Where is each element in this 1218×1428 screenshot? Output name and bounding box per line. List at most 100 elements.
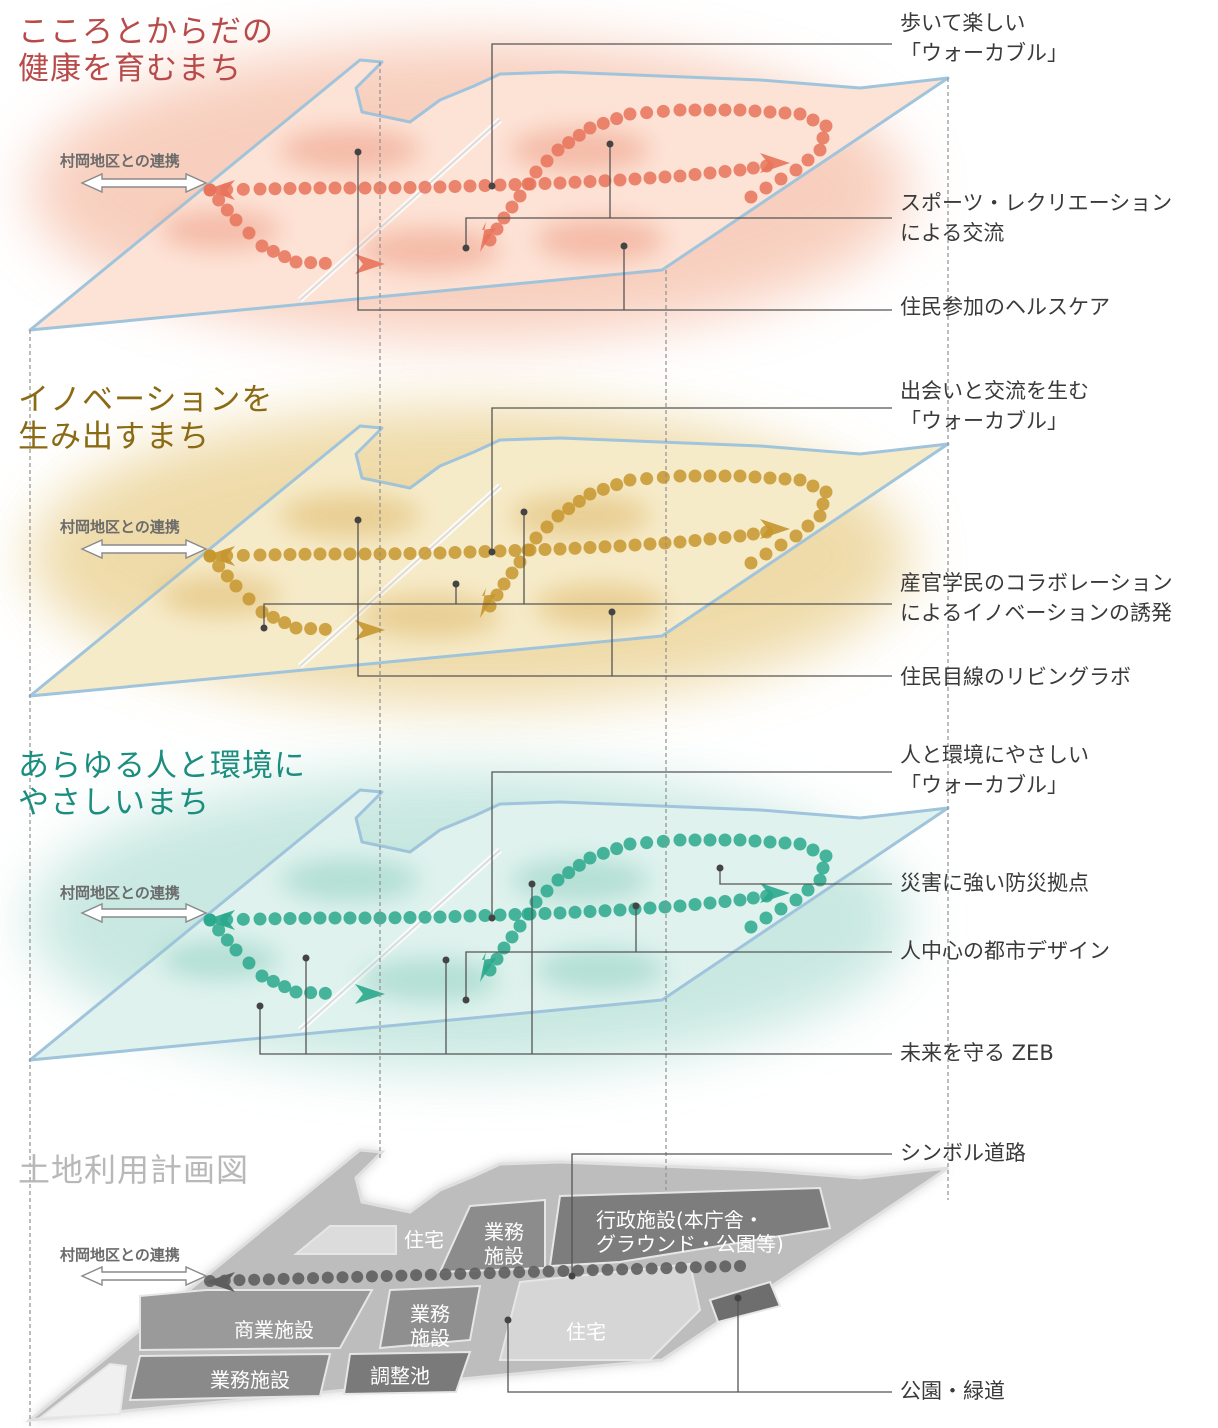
- title-line: イノベーションを: [18, 382, 274, 418]
- walkable-path-dot: [748, 834, 762, 848]
- walkable-path-dot: [212, 923, 226, 937]
- walkable-path-dot: [433, 546, 447, 560]
- murooka-link-label: 村岡地区との連携: [60, 152, 180, 170]
- leader-line: [491, 771, 892, 918]
- walkable-path-dot: [529, 895, 543, 909]
- walkable-path-dot: [497, 577, 511, 591]
- path-arrowhead: [760, 883, 790, 903]
- symbol-road-dot: [527, 1265, 540, 1278]
- walkable-path-dot: [283, 548, 297, 561]
- path-arrowhead: [355, 984, 385, 1004]
- leader-anchor-dot: [520, 508, 528, 516]
- path-arrowhead: [205, 180, 235, 200]
- walkable-path-dot: [388, 181, 402, 195]
- walkable-path-dot: [628, 172, 642, 186]
- activity-zone: [360, 228, 500, 272]
- walkable-path-dot: [298, 911, 312, 925]
- walkable-path-dot: [551, 143, 565, 157]
- leader-anchor-dot: [716, 864, 724, 872]
- walkable-path-dot: [643, 901, 657, 915]
- walkable-path-dot: [268, 548, 282, 562]
- walkable-path-dot: [298, 181, 312, 195]
- walkable-path-dot: [816, 497, 830, 511]
- symbol-road-dot: [572, 1264, 585, 1277]
- symbol-road-dot: [704, 1260, 717, 1273]
- layer-innovation-title: イノベーションを 生み出すまち: [18, 382, 273, 456]
- walkable-path-dot: [572, 858, 586, 872]
- site-road-edge: [299, 849, 501, 1031]
- walkable-path-dot: [268, 182, 282, 196]
- walkable-path-dot: [508, 544, 522, 557]
- walkable-path-dot: [759, 547, 773, 561]
- leader-line: [719, 868, 892, 885]
- walkable-path-dot: [266, 610, 280, 624]
- walkable-path-dot: [553, 176, 567, 190]
- walkable-path-dot: [266, 244, 280, 258]
- leader-line: [357, 152, 892, 311]
- leader-anchor-dot: [354, 516, 362, 524]
- walkable-path-dot: [343, 911, 357, 925]
- walkable-path-dot: [673, 833, 687, 847]
- walkable-path-dot: [551, 509, 565, 523]
- walkable-path-dot: [598, 540, 612, 554]
- walkable-path-dot: [212, 193, 226, 207]
- walkable-path-dot: [688, 103, 702, 117]
- walkable-path-dot: [763, 105, 777, 119]
- symbol-road-dot: [395, 1269, 408, 1282]
- annotation-walkable-encounter: 出会いと交流を生む「ウォーカブル」: [900, 379, 1089, 433]
- walkable-path-dot: [793, 107, 807, 121]
- walkable-path-dot: [733, 103, 747, 117]
- walkable-path-dot: [298, 547, 312, 561]
- walkable-path-dot: [613, 539, 627, 553]
- walkable-path-dot: [643, 171, 657, 185]
- murooka-link-arrow: [80, 172, 208, 194]
- walkable-path-dot: [304, 256, 318, 270]
- walkable-path-dot: [403, 547, 417, 560]
- walkable-path-dot: [448, 910, 462, 923]
- symbol-road-dot: [586, 1264, 599, 1277]
- walkable-path-dot: [596, 846, 610, 860]
- walkable-path-dot: [318, 622, 332, 636]
- path-arrowhead: [205, 546, 235, 566]
- site-road-edge: [299, 119, 501, 301]
- path-arrowhead: [205, 910, 235, 930]
- walkable-path-dot: [801, 883, 815, 897]
- symbol-road-dot: [557, 1265, 570, 1277]
- walkable-path-dot: [789, 163, 803, 177]
- walkable-path-dot: [819, 849, 833, 863]
- annotation-zeb: 未来を守る ZEB: [900, 1041, 1054, 1065]
- symbol-road-dot: [439, 1268, 452, 1281]
- walkable-path-dot: [703, 166, 717, 180]
- leader-anchor-dot: [620, 242, 628, 250]
- symbol-road-dot: [277, 1272, 290, 1285]
- walkable-path-dot: [229, 213, 243, 227]
- walkable-path-dot: [278, 250, 292, 264]
- walkable-path-dot: [656, 470, 670, 484]
- walkable-path-dot: [598, 174, 612, 188]
- symbol-road-dot: [233, 1274, 246, 1287]
- activity-zone: [360, 594, 500, 638]
- walkable-path-dot: [813, 509, 827, 523]
- walkable-path-dot: [658, 170, 672, 184]
- symbol-road-dot: [365, 1270, 378, 1283]
- walkable-path-dot: [253, 182, 267, 196]
- path-arrowhead: [480, 222, 496, 252]
- leader-anchor-dot: [488, 548, 496, 556]
- walkable-path-dot: [583, 175, 597, 188]
- leader-anchor-dot: [606, 140, 614, 148]
- walkable-path-dot: [553, 906, 567, 920]
- walkable-path-dot: [746, 891, 760, 905]
- walkable-path-dot: [358, 911, 372, 925]
- murooka-link-label: 村岡地区との連携: [60, 884, 180, 902]
- walkable-path-dot: [778, 836, 792, 850]
- walkable-path-dot: [513, 919, 527, 933]
- walkable-path-dot: [718, 469, 732, 483]
- murooka-link-arrow: [80, 1265, 208, 1287]
- murooka-link-label: 村岡地区との連携: [60, 1246, 180, 1264]
- walkable-path-dot: [388, 547, 402, 561]
- annotation-walkable-eco: 人と環境にやさしい「ウォーカブル」: [900, 743, 1089, 797]
- concept-layer-plate: [28, 406, 950, 706]
- layer-environment-title: あらゆる人と環境に やさしいまち: [18, 748, 306, 822]
- walkable-path-dot: [640, 472, 654, 486]
- walkable-path-dot: [538, 177, 552, 190]
